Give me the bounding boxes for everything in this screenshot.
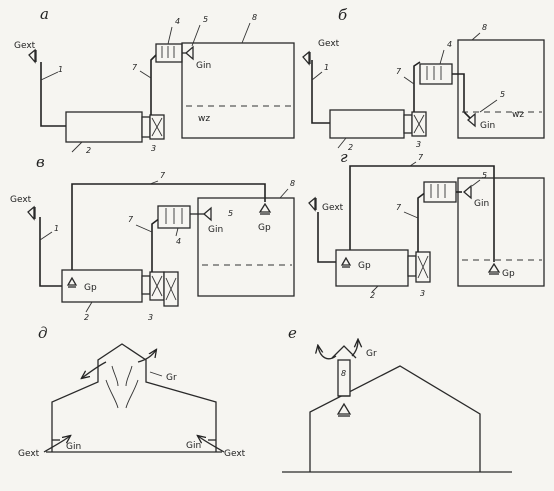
panel-v-g-in: Gin <box>208 225 223 235</box>
panel-b-g-in: Gin <box>480 121 495 131</box>
panel-b-wz: wz <box>512 110 524 120</box>
label-2: 2 <box>370 291 375 300</box>
outdoor-air-intake-icon <box>28 48 36 64</box>
building-outline <box>51 343 217 452</box>
outdoor-air-intake-icon <box>308 196 316 212</box>
exhaust-arrow-right <box>137 350 156 363</box>
label-3: 3 <box>148 313 153 322</box>
panel-b-letter: б <box>338 6 348 24</box>
panel-d-g-in-left: Gin <box>66 442 81 452</box>
panel-d: д Gr Gext Gin Gin Gext <box>18 324 246 459</box>
label-2: 2 <box>86 146 91 155</box>
air-heater <box>419 63 453 85</box>
exhaust-arrow-left <box>82 361 107 378</box>
recirculation-intake-icon <box>340 256 352 266</box>
label-8: 8 <box>341 369 346 378</box>
label-5: 5 <box>500 90 505 99</box>
label-7: 7 <box>132 63 138 72</box>
label-4: 4 <box>175 17 180 26</box>
panel-a: а Gext 1 2 3 7 4 5 <box>14 5 295 155</box>
supply-diffuser-icon <box>185 45 194 61</box>
panel-g-g-ext: Gext <box>322 203 344 213</box>
label-7-top: 7 <box>160 171 166 180</box>
panel-e-g-r: Gr <box>366 349 377 359</box>
panel-d-g-ext-right: Gext <box>224 449 246 459</box>
building-outline <box>309 365 481 472</box>
fan-housing <box>403 114 413 134</box>
label-4: 4 <box>447 40 452 49</box>
air-handling-unit <box>65 111 143 143</box>
recirculation-intake-icon <box>66 276 78 286</box>
outdoor-air-intake-icon <box>302 50 310 66</box>
label-2: 2 <box>348 143 353 152</box>
panel-a-wz: wz <box>198 114 210 124</box>
outdoor-air-intake-icon <box>27 205 35 221</box>
panel-g-g-p-left: Gp <box>358 261 371 271</box>
label-1: 1 <box>324 63 329 72</box>
panel-g-g-p-right: Gp <box>502 269 515 279</box>
panel-d-g-ext-left: Gext <box>18 449 40 459</box>
room <box>181 42 295 139</box>
label-3: 3 <box>416 140 421 149</box>
fan-housing <box>141 116 151 138</box>
panel-v-g-p-left: Gp <box>84 283 97 293</box>
panel-e-letter: е <box>288 324 297 342</box>
panel-a-g-in: Gin <box>196 61 211 71</box>
supply-diffuser-icon <box>467 112 476 128</box>
panel-g: г 7 Gext Gp 2 3 7 Gin 5 <box>308 148 545 300</box>
panel-v-g-ext: Gext <box>10 195 32 205</box>
exhaust-fan-icon <box>336 402 352 415</box>
recirculation-intake-icon <box>258 202 272 213</box>
supply-diffuser-icon <box>463 184 472 200</box>
panel-a-letter: а <box>40 5 49 23</box>
label-5: 5 <box>203 15 208 24</box>
inflow-arrow-right <box>198 436 225 453</box>
label-5: 5 <box>228 209 233 218</box>
label-8: 8 <box>290 179 295 188</box>
air-heater <box>155 43 183 63</box>
panel-b-g-ext: Gext <box>318 39 340 49</box>
label-8: 8 <box>482 23 487 32</box>
panel-a-g-ext: Gext <box>14 41 36 51</box>
label-1: 1 <box>54 224 59 233</box>
label-7-mid: 7 <box>396 203 402 212</box>
label-7: 7 <box>396 67 402 76</box>
exhaust-arrow-right <box>351 340 358 357</box>
label-5: 5 <box>482 171 487 180</box>
panel-d-g-in-right: Gin <box>186 441 201 451</box>
exhaust-shaft <box>337 359 351 397</box>
fan-housing <box>407 255 417 277</box>
label-1: 1 <box>58 65 63 74</box>
panel-v: в Gext 1 7 Gp 2 3 7 4 <box>10 153 295 322</box>
recirculation-intake-icon <box>487 262 501 273</box>
label-7-mid: 7 <box>128 215 134 224</box>
panel-d-g-r: Gr <box>166 373 177 383</box>
label-7-top: 7 <box>418 153 424 162</box>
label-3: 3 <box>420 289 425 298</box>
fan-housing <box>141 275 151 295</box>
label-4: 4 <box>176 237 181 246</box>
air-handling-unit <box>329 109 405 139</box>
exhaust-arrow-left <box>318 346 337 360</box>
room <box>457 39 545 139</box>
air-handling-unit <box>61 269 143 303</box>
panel-v-g-p-right: Gp <box>258 223 271 233</box>
room <box>197 197 295 297</box>
label-3: 3 <box>151 144 156 153</box>
supply-diffuser-icon <box>203 206 212 222</box>
panel-d-letter: д <box>38 324 48 342</box>
air-heater <box>423 181 457 203</box>
panel-e: е 8 Gr <box>282 324 512 473</box>
inflow-arrow-left <box>43 436 70 453</box>
label-8: 8 <box>252 13 257 22</box>
label-2: 2 <box>84 313 89 322</box>
panel-v-letter: в <box>36 153 45 171</box>
panel-g-letter: г <box>340 148 348 166</box>
panel-b: б Gext 1 2 3 7 4 8 Gin 5 wz <box>302 6 545 152</box>
room <box>457 177 545 287</box>
air-handling-unit <box>335 249 409 287</box>
panel-g-g-in: Gin <box>474 199 489 209</box>
